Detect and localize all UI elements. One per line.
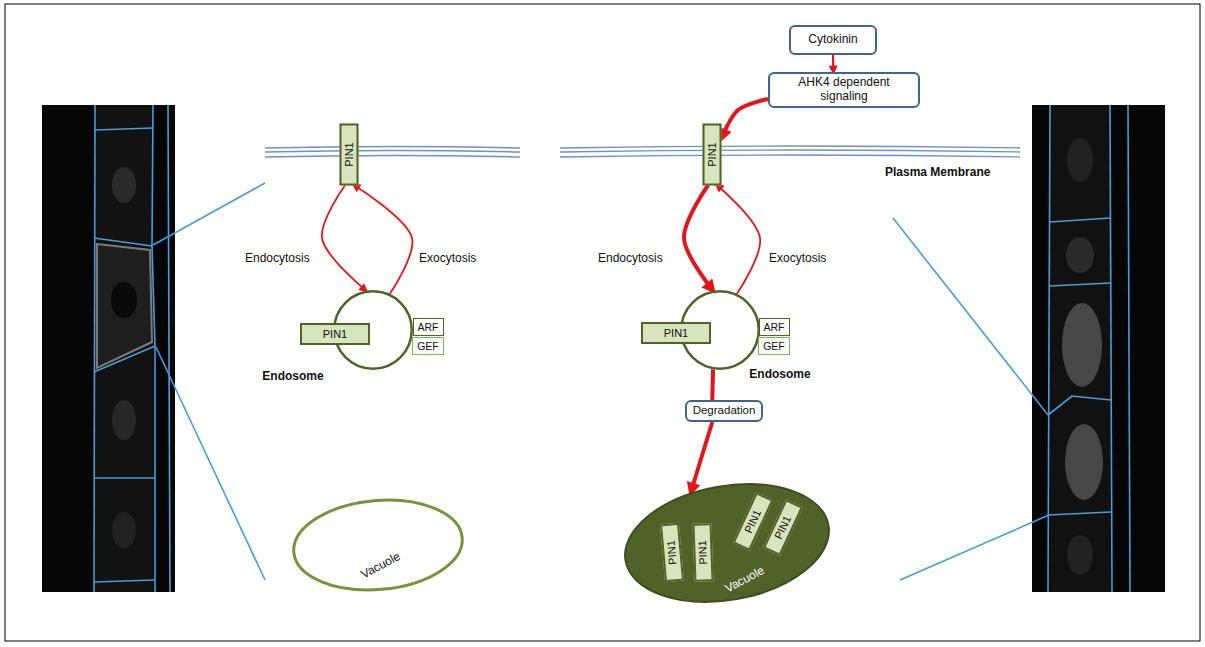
cell-wall bbox=[94, 477, 155, 479]
cell-wall bbox=[1048, 396, 1111, 415]
signal-box: Cytokinin bbox=[789, 25, 877, 55]
cell-wall bbox=[168, 105, 170, 592]
edge-label: Exocytosis bbox=[419, 251, 476, 265]
cell-wall bbox=[1048, 105, 1050, 592]
vacuolar-signal bbox=[1065, 424, 1103, 500]
signal-name: Cytokinin bbox=[808, 33, 857, 47]
pin1-protein: PIN1 bbox=[641, 322, 711, 344]
vacuole-ellipse-shape bbox=[290, 493, 466, 596]
membrane-line bbox=[560, 146, 1020, 148]
nucleus bbox=[111, 282, 137, 318]
vacuole-ellipse: VacuolePIN1PIN1PIN1PIN1 bbox=[620, 482, 834, 604]
edge-label: Endocytosis bbox=[245, 251, 310, 265]
cell-wall bbox=[1050, 218, 1110, 222]
nucleus bbox=[112, 512, 136, 548]
structure-label: Plasma Membrane bbox=[885, 165, 990, 179]
cell-wall bbox=[95, 128, 153, 130]
membrane-line bbox=[265, 151, 520, 153]
reaction-arrow bbox=[717, 185, 760, 294]
vacuolar-signal bbox=[1062, 303, 1102, 387]
protein-name: PIN1 bbox=[343, 142, 356, 166]
leader-line bbox=[900, 515, 1049, 580]
pin1-protein: PIN1 bbox=[703, 123, 722, 185]
compartment-name: Endosome bbox=[262, 370, 323, 384]
cell-outline bbox=[94, 105, 170, 592]
reaction-arrow bbox=[722, 99, 769, 139]
cell-wall bbox=[94, 105, 95, 592]
nucleus bbox=[1066, 237, 1094, 273]
protein-name: PIN1 bbox=[664, 327, 688, 340]
cell-membrane-signal bbox=[97, 244, 152, 368]
reaction-arrow bbox=[322, 185, 366, 291]
cell-wall bbox=[1050, 283, 1110, 286]
nucleus bbox=[1067, 138, 1093, 182]
signal-name: AHK4 dependent signaling bbox=[788, 76, 900, 104]
protein-name: GEF bbox=[417, 340, 439, 352]
leader-line bbox=[153, 183, 265, 245]
vacuole-ellipse-outline bbox=[289, 496, 467, 594]
cell-file bbox=[95, 105, 153, 592]
cell-file bbox=[1050, 105, 1110, 592]
cell-wall bbox=[94, 580, 155, 582]
nucleus bbox=[112, 167, 136, 203]
protein-name: ARF bbox=[418, 321, 439, 333]
pin1-protein: PIN1 bbox=[300, 323, 370, 345]
membrane-line bbox=[560, 150, 1020, 152]
reaction-arrow bbox=[710, 369, 715, 400]
pin1-protein: PIN1 bbox=[692, 523, 713, 582]
cell-wall bbox=[1048, 512, 1111, 515]
cell-wall bbox=[94, 238, 152, 246]
zoom-leader bbox=[153, 183, 1049, 580]
leader-line bbox=[156, 347, 265, 580]
cell-wall bbox=[94, 346, 155, 372]
protein-name: ARF bbox=[764, 321, 785, 333]
leader-line bbox=[893, 218, 1048, 415]
process-box: Degradation bbox=[685, 400, 763, 422]
reaction-arrow bbox=[691, 422, 713, 493]
protein-name: PIN1 bbox=[665, 539, 680, 564]
vacuole-ellipse: Vacuole bbox=[289, 496, 467, 594]
gef-box: GEF bbox=[758, 337, 790, 355]
edge-label: Endocytosis bbox=[598, 251, 663, 265]
cell-outline bbox=[1048, 105, 1130, 592]
figure-frame bbox=[5, 4, 1200, 641]
membrane-line bbox=[560, 155, 1020, 157]
micrograph-ground bbox=[42, 105, 175, 592]
reaction-arrow bbox=[354, 185, 413, 294]
vacuole-ellipse-shape bbox=[616, 469, 839, 617]
compartment-name: Vacuole bbox=[359, 550, 403, 582]
micrograph-ground bbox=[1032, 105, 1165, 592]
membrane-line bbox=[265, 147, 520, 149]
nucleus bbox=[112, 400, 136, 440]
arf-box: ARF bbox=[413, 318, 444, 336]
protein-name: GEF bbox=[763, 340, 785, 352]
membrane-line bbox=[265, 156, 520, 158]
nucleus bbox=[1067, 535, 1093, 575]
gef-box: GEF bbox=[412, 337, 444, 355]
reaction-arrow bbox=[684, 185, 713, 291]
reaction-arrow bbox=[832, 55, 835, 72]
compartment-name: Endosome bbox=[749, 368, 810, 382]
protein-name: PIN1 bbox=[706, 142, 719, 166]
signal-box: AHK4 dependent signaling bbox=[768, 72, 920, 108]
process-name: Degradation bbox=[693, 404, 756, 417]
cell-wall bbox=[1128, 105, 1130, 592]
plasma-membrane bbox=[265, 146, 1020, 157]
micrograph-right bbox=[1032, 105, 1165, 592]
arf-box: ARF bbox=[759, 318, 790, 336]
cell-wall bbox=[152, 105, 155, 592]
micrograph-left bbox=[42, 105, 175, 592]
connector-group bbox=[322, 55, 834, 493]
pin1-protein: PIN1 bbox=[340, 123, 359, 185]
edge-label: Exocytosis bbox=[769, 251, 826, 265]
protein-name: PIN1 bbox=[696, 540, 709, 565]
cell-wall bbox=[1110, 105, 1112, 592]
protein-name: PIN1 bbox=[323, 328, 347, 341]
